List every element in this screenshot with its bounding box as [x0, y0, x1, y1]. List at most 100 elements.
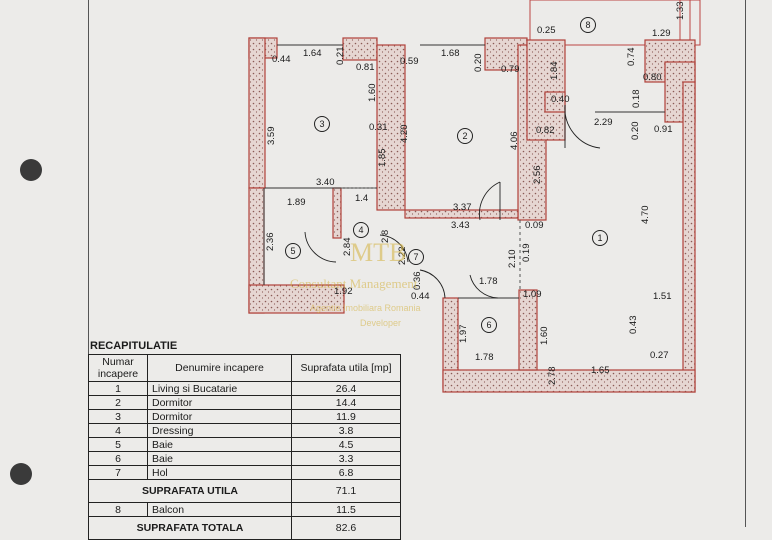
- dimension-label: 3.37: [453, 202, 472, 213]
- dimension-label: 1.60: [367, 83, 378, 103]
- dimension-label: 1.64: [303, 48, 322, 59]
- dimension-label: 0.27: [650, 350, 669, 361]
- cell-name: Dressing: [147, 423, 292, 438]
- header-name: Denumire incapere: [147, 354, 292, 382]
- dimension-label: 2.36: [265, 232, 276, 252]
- dimension-label: 2.56: [532, 165, 543, 185]
- binder-hole-bottom: [10, 463, 32, 485]
- dimension-label: 0.44: [411, 291, 430, 302]
- dimension-label: 0.20: [630, 121, 641, 141]
- dimension-label: 1.84: [549, 61, 560, 81]
- dimension-label: 1.89: [287, 197, 306, 208]
- dimension-label: 3.40: [316, 177, 335, 188]
- cell-number: 3: [88, 409, 148, 424]
- dimension-label: 0.59: [400, 56, 419, 67]
- dimension-label: 1.78: [479, 276, 498, 287]
- frame-line-left: [88, 0, 89, 527]
- dimension-label: 1.51: [653, 291, 672, 302]
- useful-area-value: 71.1: [291, 479, 401, 503]
- room-number-5: 5: [285, 243, 301, 259]
- dimension-label: 0.44: [272, 54, 291, 65]
- cell-name: Baie: [147, 437, 292, 452]
- watermark-tagline: Agentie Imobiliara Romania: [310, 303, 421, 313]
- room-number-4: 4: [353, 222, 369, 238]
- dimension-label: 1.85: [377, 148, 388, 168]
- dimension-label: 0.09: [525, 220, 544, 231]
- dimension-label: 0.20: [473, 53, 484, 73]
- frame-line-right: [745, 0, 746, 527]
- room-number-7: 7: [408, 249, 424, 265]
- cell-area: 11.9: [291, 409, 401, 424]
- dimension-label: 1.60: [539, 326, 550, 346]
- cell-name: Hol: [147, 465, 292, 480]
- total-area-label: SUPRAFATA TOTALA: [88, 516, 292, 540]
- dimension-label: 0.18: [631, 89, 642, 109]
- dimension-label: 1.4: [355, 193, 369, 204]
- cell-name: Baie: [147, 451, 292, 466]
- floor-plan-walls: [248, 0, 701, 393]
- cell-number: 8: [88, 502, 148, 517]
- dimension-label: 0.19: [521, 243, 532, 263]
- floor-plan-page: 1 2 3 4 5 6 7 8 1.64 0.44 0.81 0.59 1.68…: [10, 0, 746, 540]
- cell-number: 5: [88, 437, 148, 452]
- dimension-label: 1.78: [475, 352, 494, 363]
- dimension-label: 0.31: [369, 122, 388, 133]
- binder-hole-top: [20, 159, 42, 181]
- dimension-label: 1.09: [523, 289, 542, 300]
- dimension-label: 4.20: [399, 124, 410, 144]
- cell-name: Balcon: [147, 502, 292, 517]
- dimension-label: 0.25: [537, 25, 556, 36]
- dimension-label: 0.74: [626, 47, 637, 67]
- room-number-2: 2: [457, 128, 473, 144]
- recap-table: Numar incapere Denumire incapere Suprafa…: [88, 354, 401, 540]
- dimension-label: 0.91: [654, 124, 673, 135]
- cell-number: 6: [88, 451, 148, 466]
- dimension-label: 2.78: [547, 366, 558, 386]
- dimension-label: 0.82: [536, 125, 555, 136]
- dimension-label: 0.21: [335, 46, 346, 66]
- dimension-label: 0.40: [551, 94, 570, 105]
- cell-number: 7: [88, 465, 148, 480]
- dimension-label: 1.29: [652, 28, 671, 39]
- header-number: Numar incapere: [88, 354, 148, 382]
- total-area-value: 82.6: [291, 516, 401, 540]
- cell-name: Dormitor: [147, 409, 292, 424]
- dimension-label: 4.06: [509, 131, 520, 151]
- dimension-label: 3.59: [266, 126, 277, 146]
- recap-title: RECAPITULATIE: [90, 340, 178, 352]
- balcony-outline: [529, 0, 701, 46]
- dimension-label: 0.80: [643, 72, 662, 83]
- cell-area: 3.8: [291, 423, 401, 438]
- cell-area: 3.3: [291, 451, 401, 466]
- cell-area: 6.8: [291, 465, 401, 480]
- dimension-label: 0.79: [501, 64, 520, 75]
- dimension-label: 2.29: [594, 117, 613, 128]
- cell-name: Dormitor: [147, 395, 292, 410]
- cell-area: 11.5: [291, 502, 401, 517]
- watermark-developer: Developer: [360, 318, 402, 328]
- cell-name: Living si Bucatarie: [147, 381, 292, 396]
- cell-area: 14.4: [291, 395, 401, 410]
- dimension-label: 1.97: [458, 324, 469, 344]
- dimension-label: 0.43: [628, 315, 639, 335]
- dimension-label: 2.10: [507, 249, 518, 269]
- cell-number: 4: [88, 423, 148, 438]
- cell-number: 1: [88, 381, 148, 396]
- room-number-8: 8: [580, 17, 596, 33]
- header-area: Suprafata utila [mp]: [291, 354, 401, 382]
- dimension-label: 3.43: [451, 220, 470, 231]
- useful-area-label: SUPRAFATA UTILA: [88, 479, 292, 503]
- watermark-company: Consultant Management: [290, 276, 418, 291]
- dimension-label: 1.68: [441, 48, 460, 59]
- room-number-1: 1: [592, 230, 608, 246]
- dimension-label: 1.65: [591, 365, 610, 376]
